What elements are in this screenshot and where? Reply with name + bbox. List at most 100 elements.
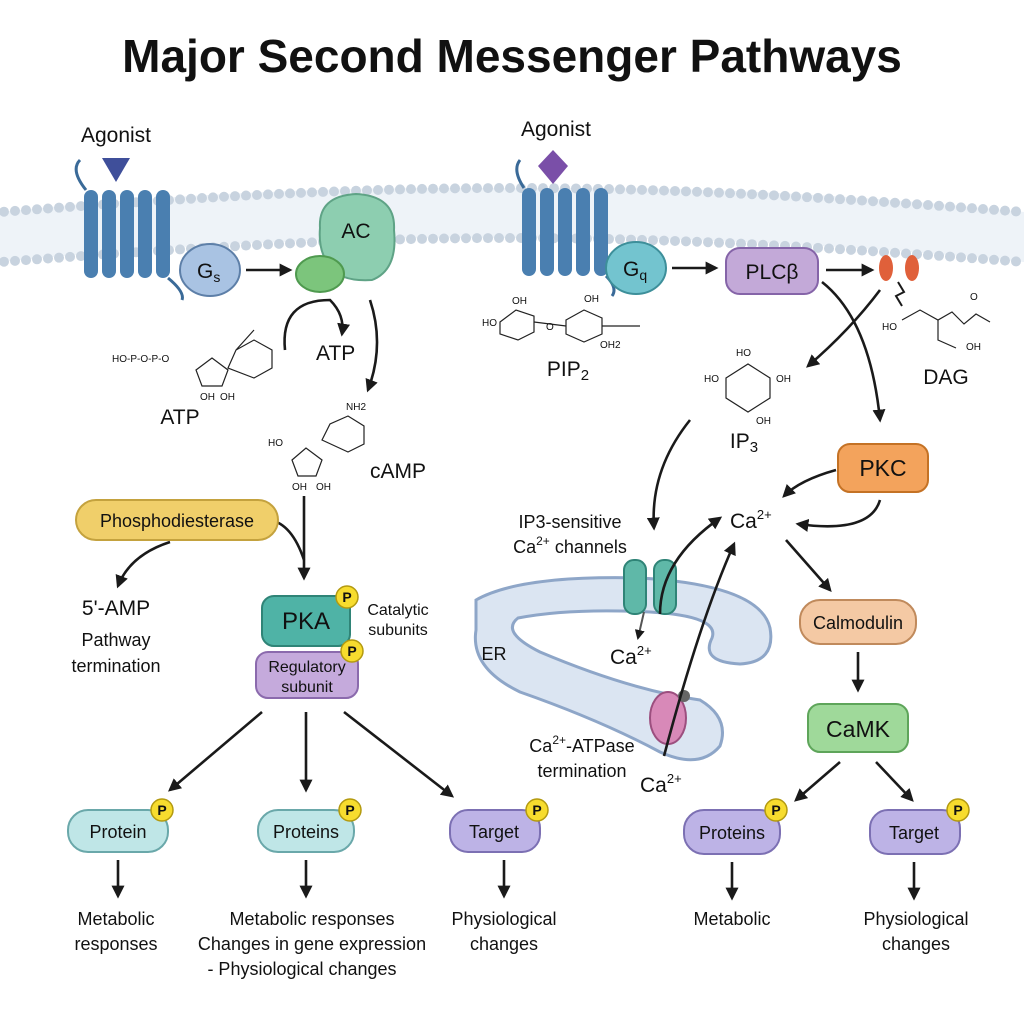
svg-text:OH: OH [776, 374, 791, 385]
lipid-head [648, 185, 658, 196]
lipid-head [197, 193, 207, 204]
amp-label: 5'-AMP [82, 597, 150, 620]
gq-protein [605, 241, 667, 295]
svg-text:HO: HO [268, 438, 283, 449]
ip3-structure: HO OH HO OH [704, 348, 791, 427]
pka-label: PKA [282, 608, 330, 635]
svg-text:HO: HO [704, 374, 719, 385]
regulatory-badge-label: P [347, 643, 356, 659]
plc-node [725, 247, 819, 295]
dag-structure: HO O OH [882, 292, 991, 353]
right-agonist-icon [538, 150, 568, 184]
lipid-head [747, 189, 757, 200]
lipid-head [439, 183, 449, 194]
right-proteins-node [683, 809, 781, 855]
arrow-ca-calmodulin [785, 539, 832, 592]
calmodulin-label: Calmodulin [813, 613, 903, 633]
arrow-pka-protein [168, 711, 263, 792]
lipid-head [989, 204, 999, 215]
left-agonist-label: Agonist [81, 124, 151, 147]
lipid-head [0, 206, 9, 217]
right-target-node [869, 809, 961, 855]
er-label: ER [481, 644, 506, 664]
lipid-head [230, 241, 240, 252]
camp-structure: HO NH2 OH OH [268, 402, 366, 493]
lipid-head [802, 192, 812, 203]
lipid-head [692, 186, 702, 197]
right-proteins-badge-label: P [771, 802, 780, 818]
lipid-head [1011, 256, 1021, 267]
lipid-head [890, 197, 900, 208]
regulatory-line-1: Regulatory [268, 659, 345, 676]
pka-badge-label: P [342, 589, 351, 605]
lipid-head [76, 201, 86, 212]
atp-arrow-label: ATP [316, 342, 355, 365]
arrow-pka-target [343, 710, 455, 798]
lipid-head [307, 237, 317, 248]
ip3-channels-line-1: IP3-sensitive [518, 512, 621, 532]
lipid-head [670, 235, 680, 246]
lipid-head [65, 201, 75, 212]
pip2-structure: HO OH O OH OH2 [482, 294, 640, 351]
svg-text:OH: OH [316, 482, 331, 493]
termination-line-2: termination [71, 656, 160, 676]
right-agonist-label: Agonist [521, 118, 591, 141]
svg-text:HO: HO [482, 318, 497, 329]
lipid-head [637, 184, 647, 195]
arrow-plc-pkc [821, 280, 886, 423]
lipid-head [395, 184, 405, 195]
proteins-phospho-badge [338, 798, 362, 822]
lipid-head [736, 238, 746, 249]
lipid-head [505, 183, 515, 194]
lipid-head [692, 236, 702, 247]
lipid-head [274, 188, 284, 199]
ac-label: AC [341, 220, 370, 243]
regulatory-node [255, 651, 359, 699]
arrow-camk-target [875, 761, 914, 802]
lipid-head [472, 183, 482, 194]
lipid-head [494, 233, 504, 244]
svg-text:OH: OH [220, 392, 235, 403]
plc-label: PLCβ [746, 261, 799, 284]
left-out3-line-1: Physiological [451, 909, 556, 929]
lipid-head [714, 237, 724, 248]
lipid-head [296, 237, 306, 248]
arrow-channel-release [658, 516, 723, 615]
lipid-head [813, 242, 823, 253]
svg-text:HO-P-O-P-O: HO-P-O-P-O [112, 354, 169, 365]
lipid-head [450, 183, 460, 194]
lipid-head [824, 193, 834, 204]
arrow-ac-camp [365, 299, 379, 393]
ca-atpase-line-2: termination [537, 761, 626, 781]
ca-cytosol-label: Ca2+ [730, 507, 772, 533]
lipid-head [978, 203, 988, 214]
lipid-head [285, 238, 295, 249]
left-out2-line-2: Changes in gene expression [198, 934, 426, 954]
gq-label: Gq [623, 258, 647, 283]
lipid-head [461, 233, 471, 244]
left-out1-line-2: responses [74, 934, 157, 954]
lipid-head [21, 205, 31, 216]
svg-text:O: O [546, 322, 554, 333]
right-proteins-phospho-badge [764, 798, 788, 822]
lipid-head [934, 200, 944, 211]
catalytic-line-1: Catalytic [367, 602, 428, 619]
lipid-head [175, 244, 185, 255]
lipid-head [428, 183, 438, 194]
lipid-head [43, 203, 53, 214]
right-target-phospho-badge [946, 798, 970, 822]
proteins-label: Proteins [273, 822, 339, 842]
endoplasmic-reticulum [473, 576, 773, 762]
lipid-head [923, 250, 933, 261]
pip2-cleavage-site [879, 255, 919, 307]
lipid-head [703, 187, 713, 198]
svg-text:OH2: OH2 [600, 340, 621, 351]
lipid-head [483, 233, 493, 244]
lipid-head [21, 255, 31, 266]
lipid-head [879, 247, 889, 258]
lipid-head [835, 244, 845, 255]
lipid-head [10, 255, 20, 266]
right-receptor [515, 159, 616, 297]
svg-text:OH: OH [584, 294, 599, 305]
phosphodiesterase-node [75, 499, 279, 541]
